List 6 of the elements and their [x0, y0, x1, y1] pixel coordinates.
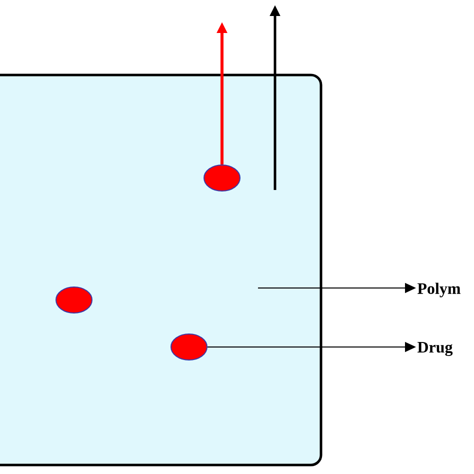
matrix-box — [0, 74, 322, 466]
label-text: Polym — [417, 282, 460, 298]
drug-particle — [204, 164, 240, 192]
drug-particle — [56, 286, 92, 314]
drug-particle — [170, 334, 208, 360]
label-text: Drug — [417, 342, 453, 356]
